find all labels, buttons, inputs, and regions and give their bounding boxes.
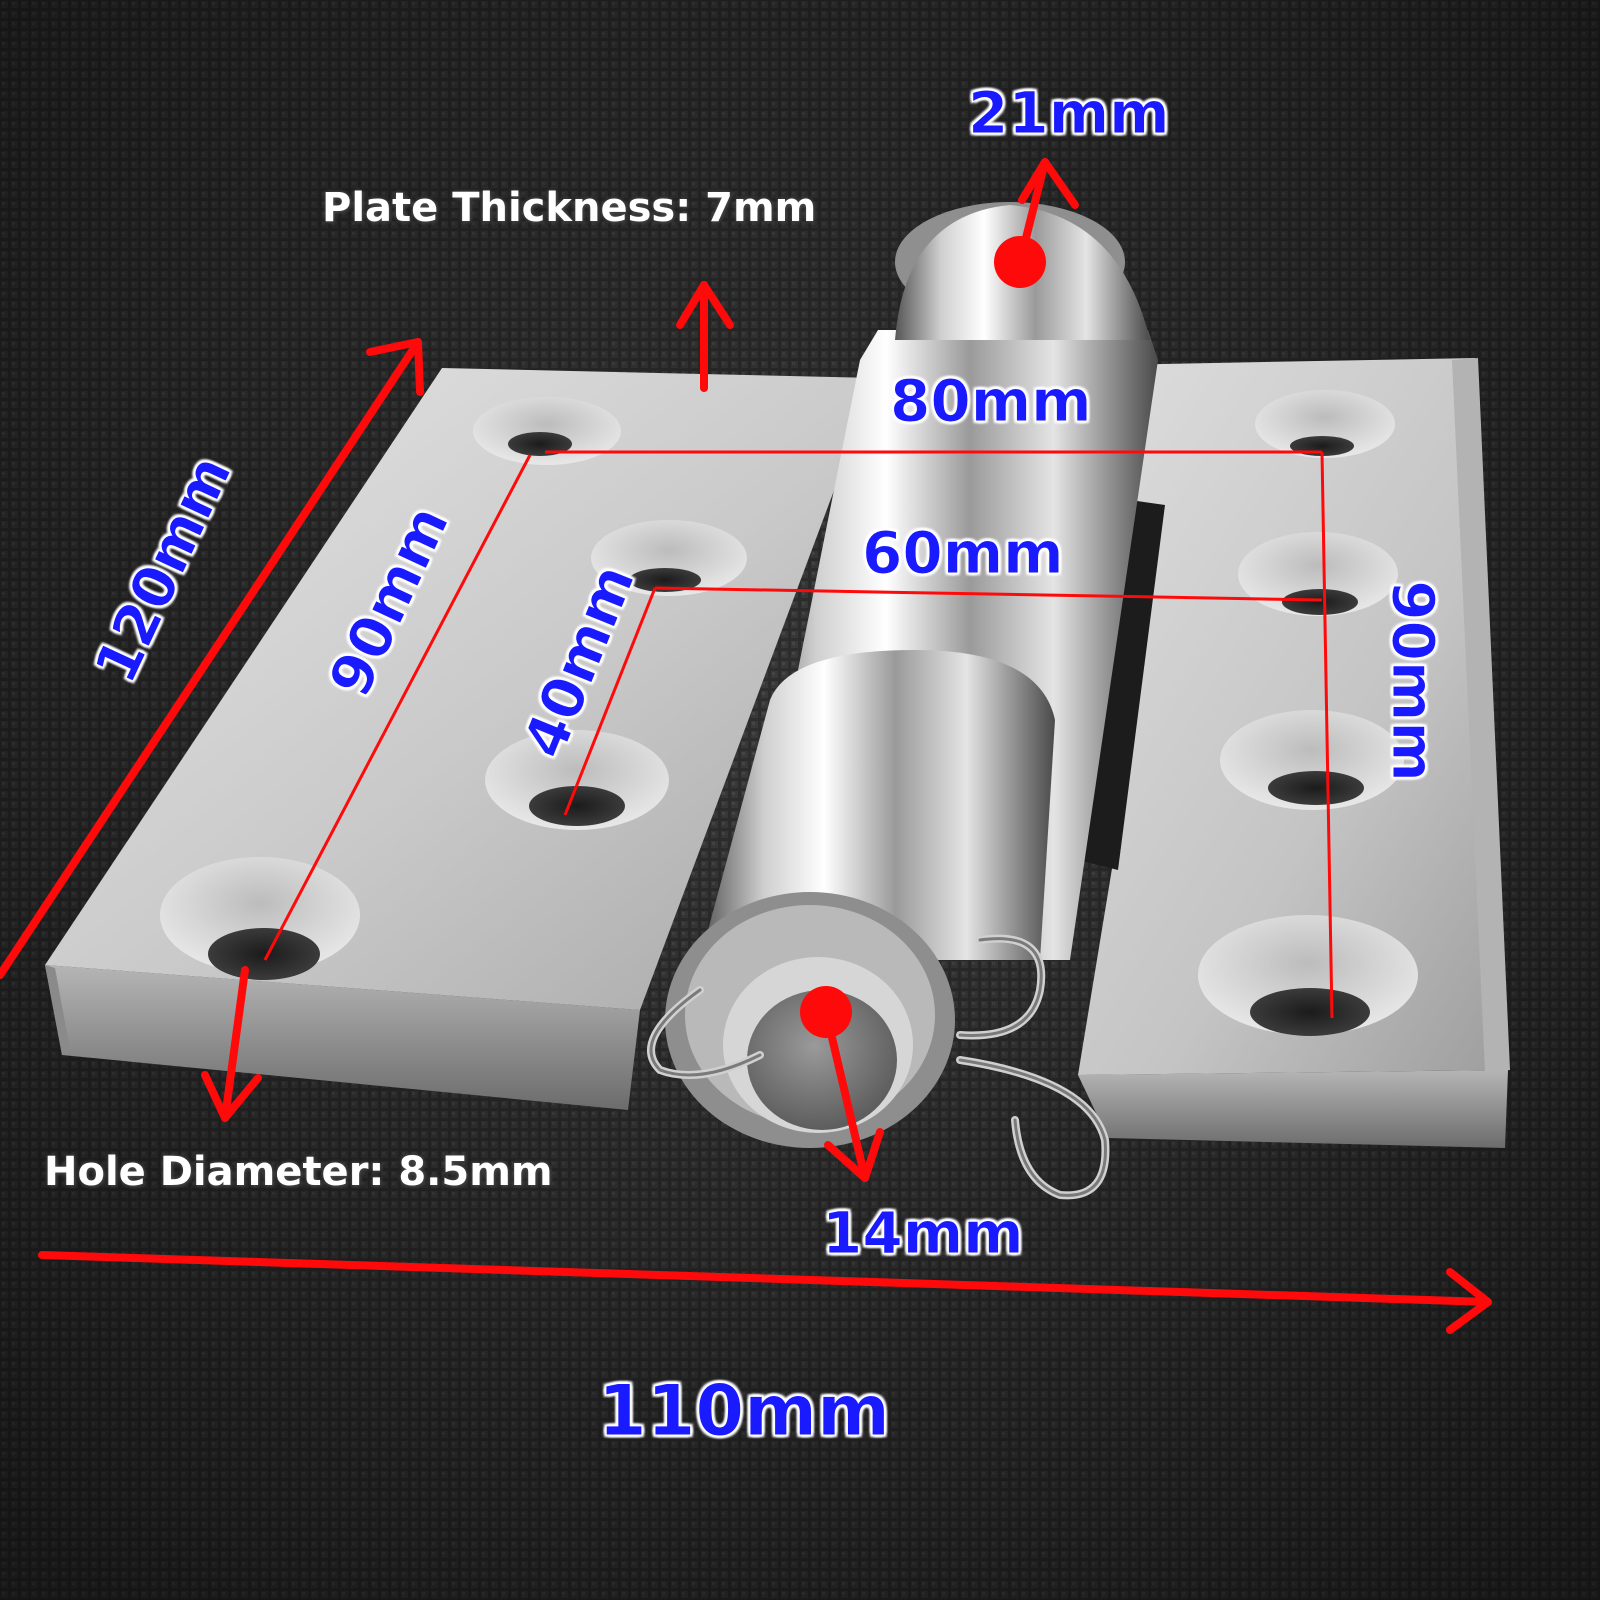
hole-diameter-label: Hole Diameter: 8.5mm <box>44 1149 553 1195</box>
hole-spacing-lines <box>263 450 1334 1019</box>
hole-spacing-right-label: 90mm <box>1378 580 1447 783</box>
hole-diameter-arrow <box>221 966 249 1122</box>
width-label: 110mm <box>598 1370 891 1452</box>
hole-spacing-top-label: 80mm <box>890 367 1093 435</box>
pin-diameter-label: 14mm <box>822 1199 1025 1267</box>
pin-diameter-arrow <box>822 1008 869 1182</box>
length-arrow-120 <box>0 338 422 979</box>
left-plate-holes <box>160 397 747 980</box>
plate-thickness-label: Plate Thickness: 7mm <box>322 185 817 231</box>
top-pin-label: 21mm <box>968 79 1171 147</box>
hole-spacing-middle-label: 60mm <box>862 519 1065 587</box>
width-arrow-110 <box>38 1251 1492 1306</box>
